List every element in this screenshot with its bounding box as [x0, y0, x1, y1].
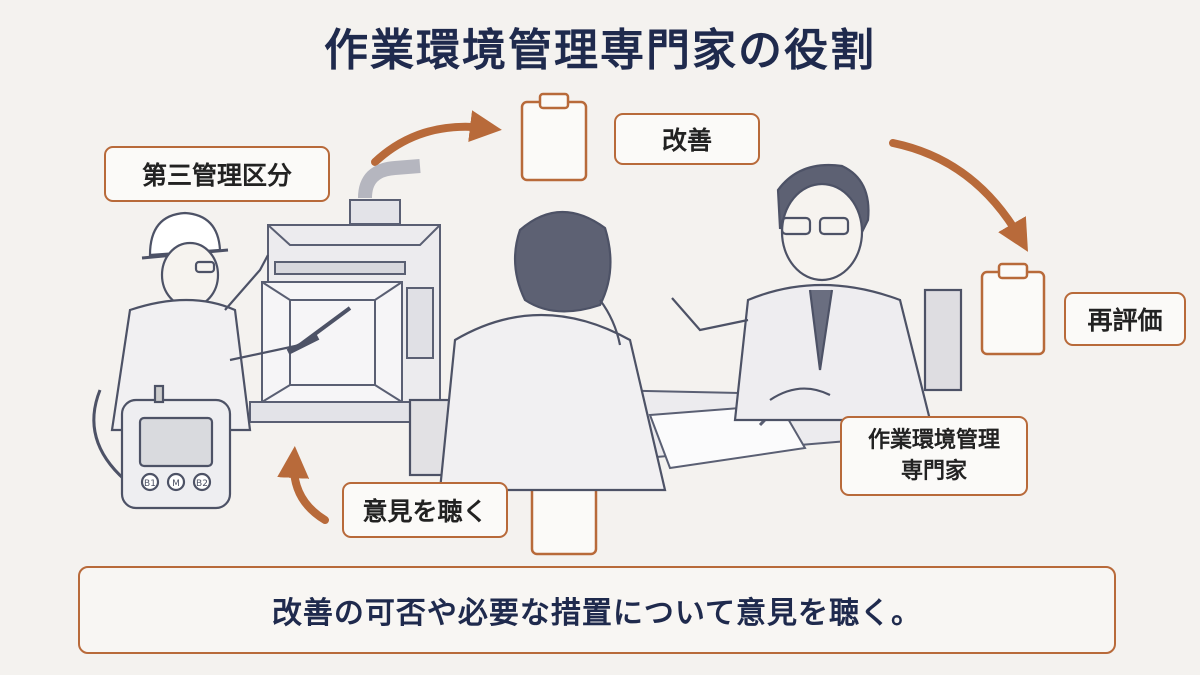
fume-hood	[249, 159, 451, 423]
label-expert-role: 作業環境管理 専門家	[840, 416, 1028, 496]
caption-text: 改善の可否や必要な措置について意見を聴く。	[271, 596, 923, 631]
listener-figure	[408, 210, 667, 492]
device-button-left: B1	[144, 479, 156, 489]
label-improvement: 改善	[614, 113, 760, 165]
worker-figure	[110, 211, 352, 432]
cycle-arrow-to-first	[277, 446, 329, 524]
cycle-arrow-to-reevaluation	[889, 139, 1029, 252]
label-reevaluation: 再評価	[1064, 292, 1186, 346]
device-button-center: M	[172, 479, 180, 489]
clipboard-icon-top	[520, 92, 588, 182]
page-title: 作業環境管理専門家の役割	[324, 25, 876, 76]
label-third-management-class: 第三管理区分	[104, 146, 330, 202]
clipboard-icon-right	[980, 262, 1046, 356]
label-expert-line1: 作業環境管理	[867, 428, 1000, 453]
label-listen-opinion: 意見を聴く	[342, 482, 508, 538]
cycle-arrow-to-improvement	[371, 110, 502, 166]
caption-box: 改善の可否や必要な措置について意見を聴く。	[78, 566, 1116, 654]
measuring-device	[92, 384, 232, 510]
expert-figure	[671, 164, 963, 422]
device-button-right: B2	[196, 479, 208, 489]
label-expert-line2: 専門家	[900, 459, 967, 484]
